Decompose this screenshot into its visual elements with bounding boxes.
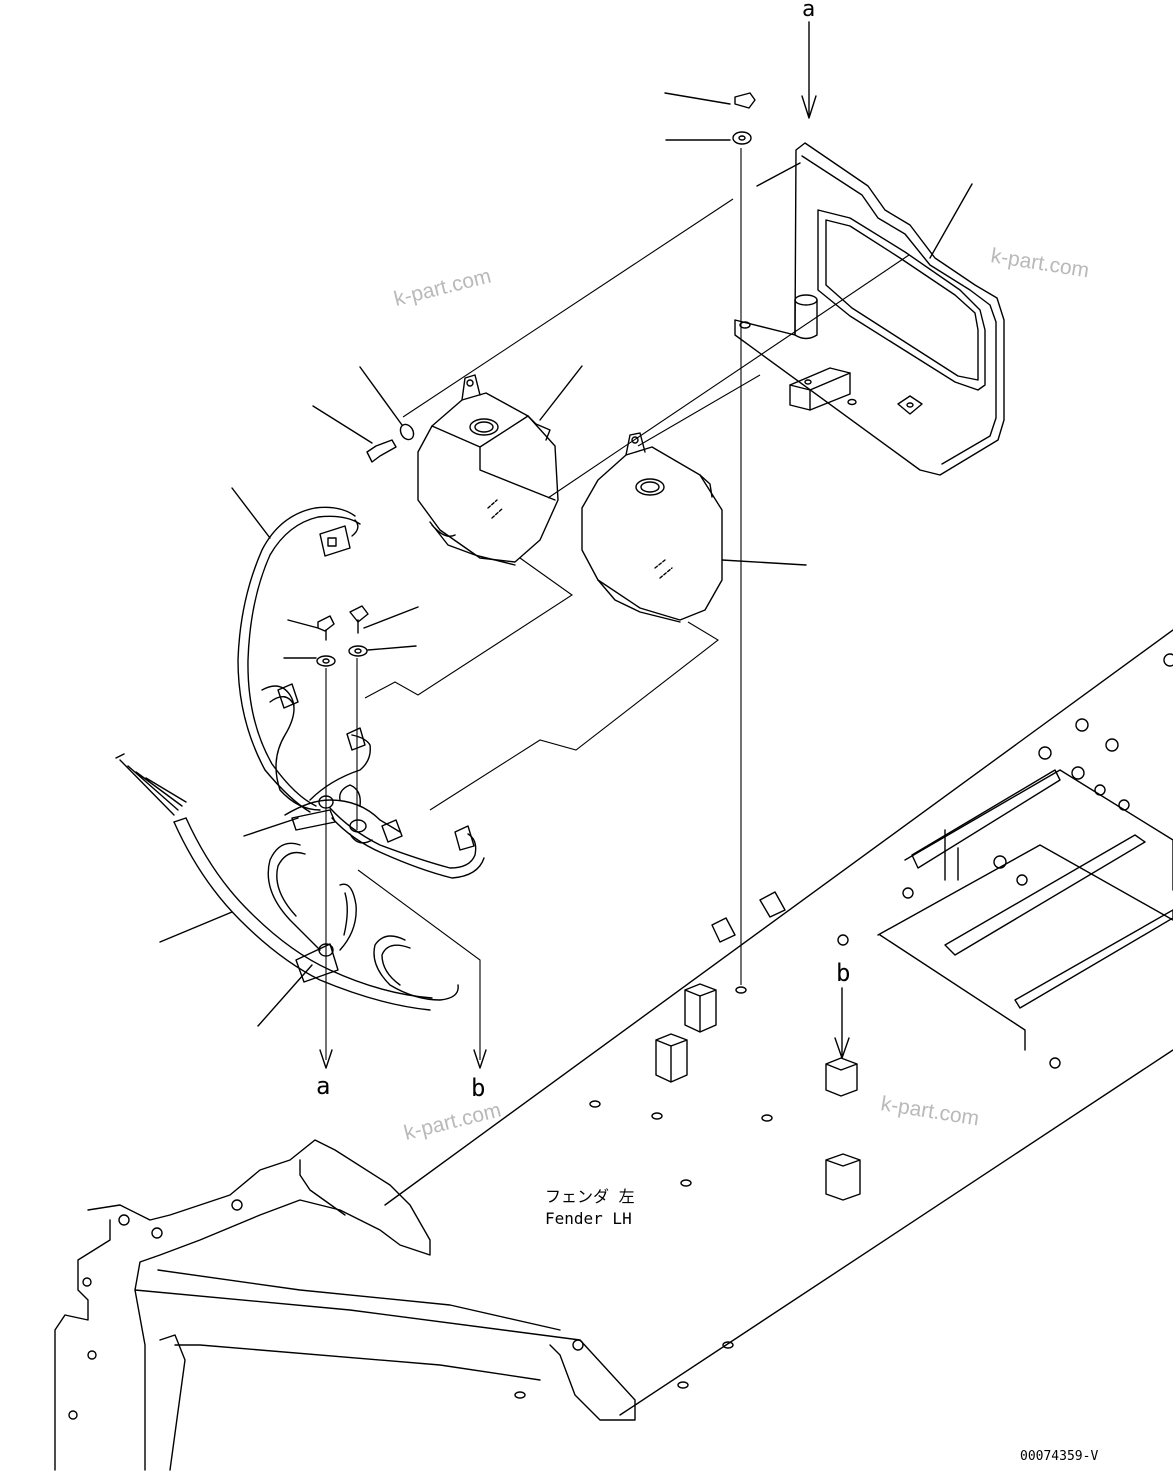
fender-lh xyxy=(54,629,1173,1471)
ref-label-a-top: a xyxy=(802,0,815,22)
wiring-harness xyxy=(115,487,485,1060)
watermark-2: k-part.com xyxy=(989,244,1091,282)
washer-tank-right xyxy=(429,432,807,811)
top-bolt-assembly xyxy=(664,92,756,994)
watermark-3: k-part.com xyxy=(402,1099,504,1145)
washer-tank-left xyxy=(364,365,583,699)
ref-label-b-right: b xyxy=(836,959,850,987)
watermark-4: k-part.com xyxy=(879,1092,981,1130)
harness-clamp-bolts xyxy=(283,605,419,1060)
bracket-plate xyxy=(734,142,1005,476)
alignment-lines xyxy=(402,198,910,499)
bolt-icon xyxy=(734,92,756,109)
ref-arrow-a-top: a xyxy=(801,0,817,119)
ref-arrows-bottom: a b b xyxy=(316,959,850,1102)
ref-label-a-bottom: a xyxy=(316,1072,330,1100)
drawing-number: 00074359-V xyxy=(1020,1449,1098,1464)
fender-label-en: Fender LH xyxy=(545,1209,632,1228)
ref-label-b-bottom: b xyxy=(471,1074,485,1102)
watermark-1: k-part.com xyxy=(392,265,494,311)
left-unit-bolt xyxy=(312,366,415,463)
fender-label: フェンダ 左 Fender LH xyxy=(545,1187,635,1228)
fender-label-jp: フェンダ 左 xyxy=(545,1187,635,1206)
washer-icon xyxy=(732,131,752,145)
